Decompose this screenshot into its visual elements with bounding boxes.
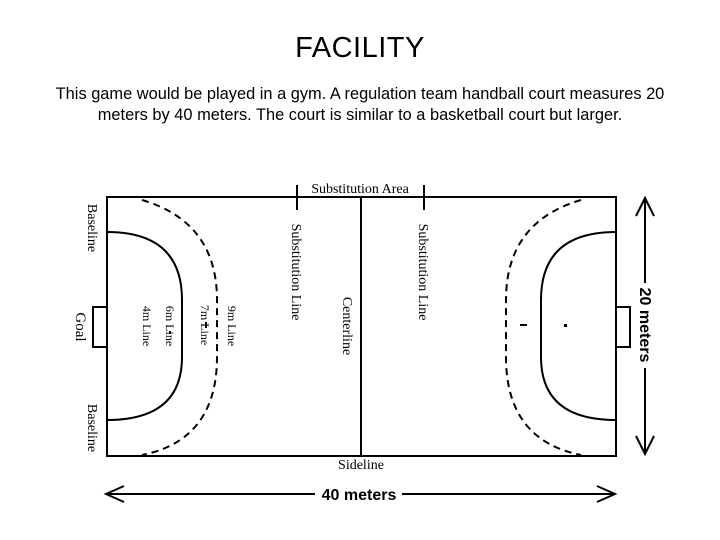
length-arrowhead-right xyxy=(596,485,618,503)
free-throw-line-9m-right xyxy=(505,199,582,456)
goal-area-6m-right xyxy=(540,231,617,421)
baseline-label-bottom: Baseline xyxy=(84,404,99,452)
goal-left xyxy=(92,306,108,348)
line-9m-label: 9m Line xyxy=(225,306,239,346)
goalkeeper-mark-4m-right xyxy=(564,324,567,327)
line-7m-label: 7m Line xyxy=(198,305,212,345)
goal-right xyxy=(615,306,631,348)
line-4m-label: 4m Line xyxy=(140,306,154,346)
width-20m-label: 20 meters xyxy=(636,288,653,363)
length-40m-label: 40 meters xyxy=(322,487,397,504)
baseline-label-top: Baseline xyxy=(84,204,99,252)
centerline-label: Centerline xyxy=(339,297,354,355)
slide-body-text: This game would be played in a gym. A re… xyxy=(55,85,665,124)
substitution-area-label: Substitution Area xyxy=(311,182,409,197)
slide-title: FACILITY xyxy=(295,32,425,64)
width-arrowhead-bottom xyxy=(635,435,655,457)
width-arrowhead-top xyxy=(635,195,655,217)
goal-area-6m-left xyxy=(106,231,183,421)
line-6m-label: 6m Line xyxy=(163,306,177,346)
goal-label: Goal xyxy=(72,312,88,341)
substitution-line-label-right: Substitution Line xyxy=(415,224,430,321)
length-arrowhead-left xyxy=(103,485,125,503)
substitution-line-label-left: Substitution Line xyxy=(288,224,303,321)
sideline-label: Sideline xyxy=(338,458,384,473)
